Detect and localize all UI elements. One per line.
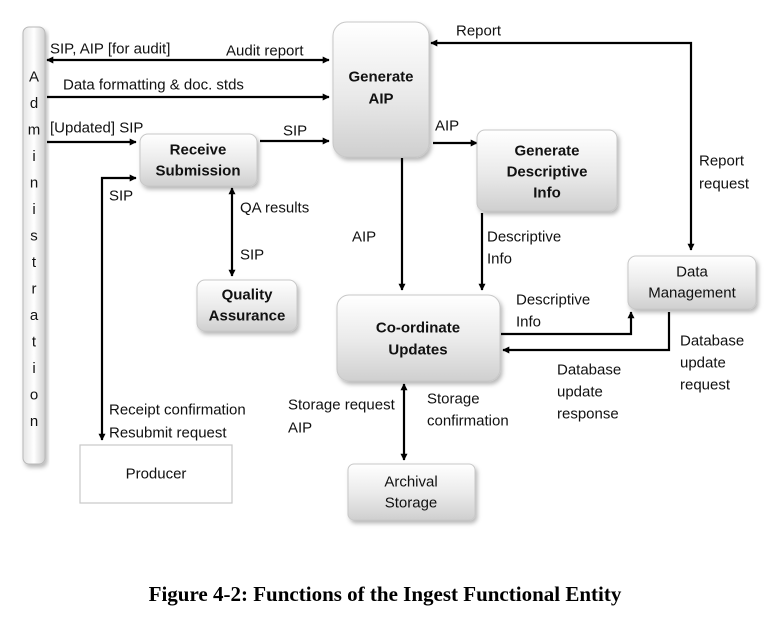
label-db-update-response-1: Database [557,362,621,379]
admin-letter: r [32,281,37,298]
data-management-line1: Data [676,264,708,281]
administration-bar [22,26,46,465]
node-generate-aip: Generate AIP [332,21,430,158]
admin-letter: s [30,228,38,245]
label-descriptive-info-right-1: Descriptive [516,292,590,309]
label-descriptive-info-down-2: Info [487,251,512,268]
label-db-update-request-3: request [680,377,731,394]
label-resubmit-request: Resubmit request [109,425,227,442]
generate-descriptive-line3: Info [533,185,561,202]
label-sip-to-qa: SIP [240,247,264,264]
label-descriptive-info-down-1: Descriptive [487,229,561,246]
label-db-update-response-2: update [557,384,603,401]
label-db-update-response-3: response [557,406,619,423]
label-qa-results: QA results [240,200,309,217]
label-sip-from-producer: SIP [109,188,133,205]
figure-caption: Figure 4-2: Functions of the Ingest Func… [148,582,622,606]
label-db-update-request-1: Database [680,333,744,350]
label-storage-request: Storage request [288,397,396,414]
archival-storage-line2: Storage [385,495,438,512]
data-management-line2: Management [648,285,736,302]
edge-producer-receive [98,174,137,441]
label-aip-to-descriptive: AIP [435,118,459,135]
label-storage-confirmation-1: Storage [427,391,480,408]
node-archival-storage: Archival Storage [347,463,476,521]
admin-letter: o [30,387,38,404]
archival-storage-line1: Archival [384,474,437,491]
label-audit-report: Audit report [226,43,304,60]
node-receive-submission: Receive Submission [139,133,258,187]
admin-letter: i [32,201,35,218]
receive-submission-line1: Receive [170,142,227,159]
admin-letter: i [32,360,35,377]
edge-coordinate-to-data-mgmt [501,311,635,336]
admin-letter: n [30,413,38,430]
label-sip-to-generate: SIP [283,123,307,140]
admin-letter: t [32,334,37,351]
edge-labels: SIP, AIP [for audit] Audit report Data f… [50,23,750,442]
admin-letter: m [28,122,41,139]
producer-label: Producer [126,466,187,483]
label-storage-request-aip: AIP [288,420,312,437]
label-receipt-confirmation: Receipt confirmation [109,402,246,419]
admin-letter: t [32,254,37,271]
label-updated-sip: [Updated] SIP [50,120,143,137]
admin-letter: n [30,175,38,192]
label-db-update-request-2: update [680,355,726,372]
admin-letter: a [30,307,39,324]
label-report-request-1: Report [699,153,745,170]
admin-letter: d [30,95,38,112]
label-report: Report [456,23,502,40]
edge-data-mgmt-to-coordinate [502,312,671,354]
label-sip-aip-for-audit: SIP, AIP [for audit] [50,41,170,58]
label-storage-confirmation-2: confirmation [427,413,509,430]
quality-assurance-line2: Assurance [209,308,286,325]
coordinate-updates-line1: Co-ordinate [376,320,460,337]
label-report-request-2: request [699,176,750,193]
node-coordinate-updates: Co-ordinate Updates [336,294,501,382]
label-data-formatting: Data formatting & doc. stds [63,77,244,94]
quality-assurance-line1: Quality [222,287,274,304]
admin-letter: A [29,69,39,86]
generate-descriptive-line1: Generate [514,143,579,160]
node-data-management: Data Management [627,255,757,310]
node-quality-assurance: Quality Assurance [196,279,298,332]
receive-submission-line2: Submission [155,163,240,180]
admin-letter: i [32,148,35,165]
label-aip-to-coordinate: AIP [352,229,376,246]
generate-aip-line1: Generate [348,69,413,86]
coordinate-updates-line2: Updates [388,342,447,359]
generate-aip-line2: AIP [368,91,393,108]
generate-descriptive-line2: Descriptive [507,164,588,181]
node-generate-descriptive-info: Generate Descriptive Info [476,129,618,212]
edges [46,39,695,461]
edge-report [430,39,695,251]
node-producer: Producer [79,444,233,504]
label-descriptive-info-right-2: Info [516,314,541,331]
